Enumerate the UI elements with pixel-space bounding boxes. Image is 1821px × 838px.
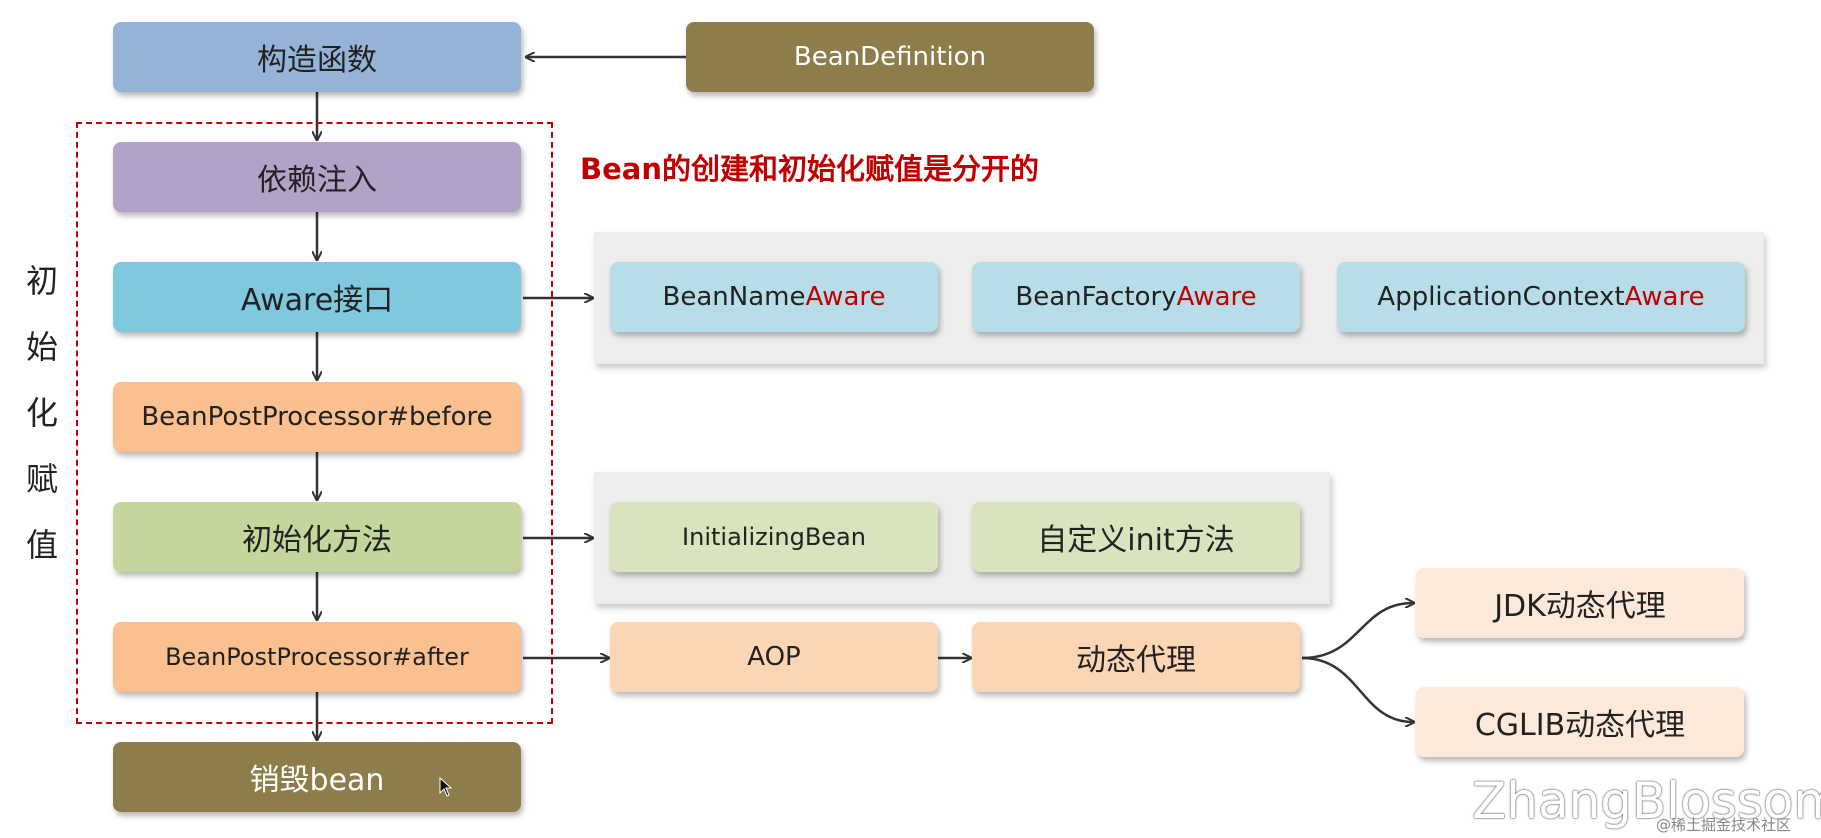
dependency-injection-label: 依赖注入 — [257, 163, 377, 198]
cglib-proxy-label: CGLIB动态代理 — [1474, 708, 1686, 743]
bpp-after-node: BeanPostProcessor#after — [113, 622, 521, 692]
label-char: 初 — [25, 262, 58, 300]
initialization-group-outline — [76, 122, 553, 724]
destroy-bean-node: 销毁bean — [113, 742, 521, 812]
aware-interface-label: Aware接口 — [240, 283, 394, 318]
cglib-proxy-node: CGLIB动态代理 — [1416, 687, 1744, 757]
label-char: 赋 — [25, 460, 58, 498]
separation-note: Bean的创建和初始化赋值是分开的 — [580, 152, 1039, 186]
initializing-bean-label: InitializingBean — [682, 523, 866, 551]
aop-label: AOP — [747, 642, 801, 672]
custom-init-method-label: 自定义init方法 — [1037, 523, 1235, 558]
bean-name-aware-suffix: Aware — [805, 282, 886, 312]
destroy-bean-label: 销毁bean — [249, 763, 385, 798]
mouse-cursor-icon — [439, 770, 453, 805]
label-char: 化 — [25, 394, 58, 432]
dynamic-proxy-node: 动态代理 — [972, 622, 1300, 692]
constructor-label: 构造函数 — [257, 43, 377, 78]
bean-factory-aware-prefix: BeanFactory — [1015, 282, 1177, 312]
constructor-node: 构造函数 — [113, 22, 521, 92]
bean-name-aware-prefix: BeanName — [662, 282, 806, 312]
bpp-before-label: BeanPostProcessor#before — [141, 402, 493, 432]
bean-factory-aware-suffix: Aware — [1176, 282, 1257, 312]
init-method-label: 初始化方法 — [242, 523, 392, 558]
application-context-aware-prefix: ApplicationContext — [1377, 282, 1625, 312]
arrow-proxy-to-cglib — [1301, 656, 1413, 722]
bpp-after-label: BeanPostProcessor#after — [165, 643, 469, 671]
dependency-injection-node: 依赖注入 — [113, 142, 521, 212]
bean-definition-label: BeanDefinition — [793, 42, 987, 72]
custom-init-method-node: 自定义init方法 — [972, 502, 1300, 572]
initialization-assignment-label: 初 始 化 赋 值 — [22, 248, 62, 578]
bean-definition-node: BeanDefinition — [686, 22, 1094, 92]
label-char: 值 — [25, 526, 58, 564]
site-watermark: @稀土掘金技术社区 — [1656, 816, 1792, 834]
aop-node: AOP — [610, 622, 938, 692]
jdk-proxy-label: JDK动态代理 — [1494, 589, 1666, 624]
jdk-proxy-node: JDK动态代理 — [1416, 568, 1744, 638]
init-method-node: 初始化方法 — [113, 502, 521, 572]
label-char: 始 — [25, 328, 58, 366]
bpp-before-node: BeanPostProcessor#before — [113, 382, 521, 452]
initializing-bean-node: InitializingBean — [610, 502, 938, 572]
arrow-proxy-to-jdk — [1301, 603, 1413, 660]
dynamic-proxy-label: 动态代理 — [1076, 643, 1196, 678]
aware-interface-node: Aware接口 — [113, 262, 521, 332]
application-context-aware-suffix: Aware — [1624, 282, 1705, 312]
author-watermark: ZhangBlossom — [1472, 772, 1821, 830]
